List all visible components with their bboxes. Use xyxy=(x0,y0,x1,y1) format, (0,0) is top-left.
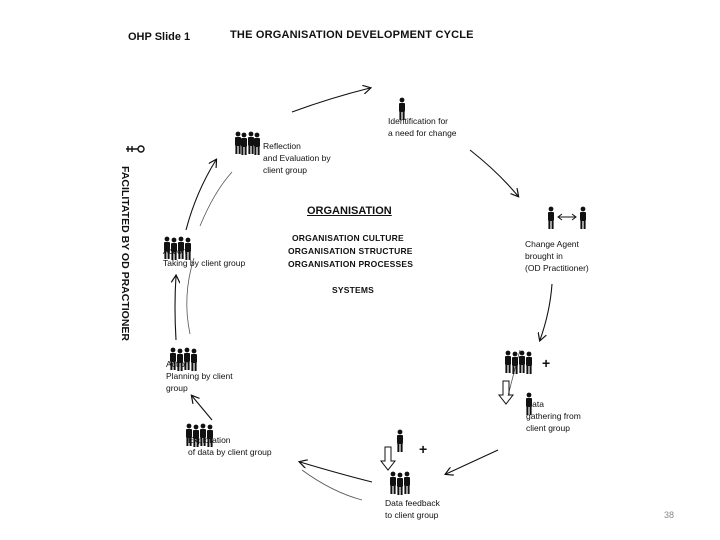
stage-exploration: Exploration of data by client group xyxy=(188,435,272,457)
center-line-structure: ORGANISATION STRUCTURE xyxy=(288,246,413,256)
center-line-culture: ORGANISATION CULTURE xyxy=(292,233,404,243)
stage-change-agent: Change Agent brought in (OD Practitioner… xyxy=(525,239,589,273)
stage-action-taking: Action Taking by client group xyxy=(163,246,246,268)
page-number: 38 xyxy=(664,510,675,520)
arc-feedback-to-exploration xyxy=(300,462,373,483)
side-caption: FACILITATED BY OD PRACTIONER xyxy=(119,166,131,342)
slide-label: OHP Slide 1 xyxy=(128,31,191,43)
stage-data-feedback: Data feedback to client group xyxy=(385,498,440,520)
stage-reflection: Reflection and Evaluation by client grou… xyxy=(263,141,331,175)
page-title: THE ORGANISATION DEVELOPMENT CYCLE xyxy=(230,29,474,41)
arc-exploration-to-planning xyxy=(192,396,213,421)
people-icon-reflection xyxy=(235,131,260,155)
arc-taking-to-reflection xyxy=(185,160,216,231)
stage-action-planning: Action Planning by client group xyxy=(166,359,233,393)
people-icon-change-agent xyxy=(548,206,586,229)
arc-reflection-to-identification xyxy=(291,88,370,113)
center-heading: ORGANISATION xyxy=(307,205,392,217)
arc-agent-to-gathering xyxy=(540,283,553,340)
stage-data-gathering: Data gathering from client group xyxy=(526,399,581,433)
center-line-processes: ORGANISATION PROCESSES xyxy=(288,259,414,269)
double-arrow-icon xyxy=(557,213,577,221)
people-icon-feedback-agent xyxy=(397,429,403,452)
plus-sign-gathering: + xyxy=(542,355,551,371)
stage-identification: Identification for a need for change xyxy=(388,116,457,138)
pin-icon xyxy=(126,145,145,153)
down-arrow-feedback xyxy=(379,446,397,471)
arc-planning-to-taking xyxy=(175,276,176,341)
down-arrow-gathering xyxy=(497,380,515,405)
arc-identification-to-agent xyxy=(469,149,518,196)
people-icon-feedback-group xyxy=(390,471,410,495)
center-systems: SYSTEMS xyxy=(332,285,375,295)
arc-gathering-to-feedback xyxy=(446,449,499,474)
plus-sign-feedback: + xyxy=(419,441,428,457)
